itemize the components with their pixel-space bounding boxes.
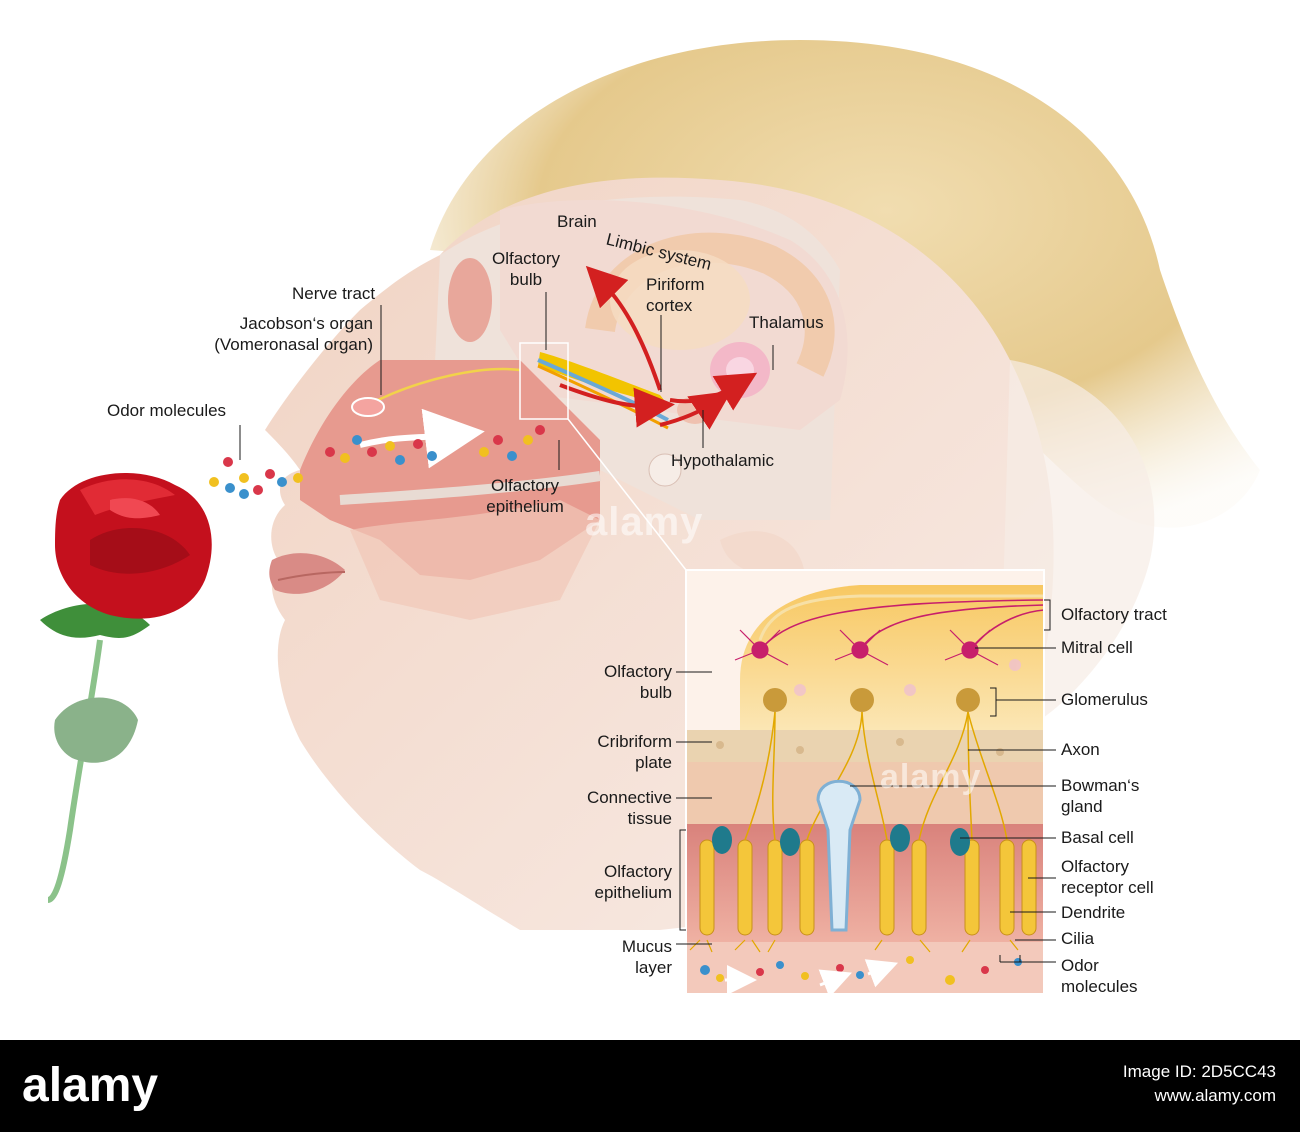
inset-mucus-layer [686,942,1044,994]
zoom-box [519,342,569,420]
airflow-arrow [359,408,485,469]
label-thalamus: Thalamus [749,313,824,332]
rose-leaf [54,697,139,763]
label-dendrite: Dendrite [1061,903,1126,922]
jacobsons-organ [351,397,385,417]
leader-lines [239,292,1056,963]
label-connective-tissue: Connective tissue [586,788,672,828]
label-cribriform-plate: Cribriform plate [597,732,672,772]
anatomy-illustration [40,40,1260,995]
label-jacobsons-organ: Jacobson‘s organ (Vomeronasal organ) [214,314,373,354]
signal-arrow-limbic [585,265,662,391]
alamy-logo: alamy [22,1059,159,1112]
label-bowmans-gland: Bowman‘s gland [1061,776,1140,816]
label-nerve-tract: Nerve tract [292,284,376,303]
label-olfactory-epithelium-head: Olfactory epithelium [486,476,564,516]
lips [269,553,345,594]
odor-molecules-air [209,457,303,499]
label-cilia: Cilia [1061,929,1095,948]
piriform-cortex-shape [610,250,750,350]
label-brain: Brain [557,212,597,231]
image-id: Image ID: 2D5CC43 www.alamy.com [1123,1060,1276,1108]
head [265,40,1260,930]
glomeruli [763,688,980,712]
basal-cells [712,824,970,856]
signal-arrow-hypothalamic [659,390,732,430]
label-inset-odor-molecules: Odor molecules [1061,956,1138,996]
label-glomerulus: Glomerulus [1061,690,1148,709]
inset-connective-tissue [686,762,1044,824]
ear [720,531,805,575]
label-odor-molecules-head: Odor molecules [107,401,227,420]
label-olfactory-tract: Olfactory tract [1061,605,1167,624]
nerve-tract [377,367,521,402]
rose-stem [47,639,103,903]
olfactory-inset [685,569,1045,995]
label-inset-olfactory-epithelium: Olfactory epithelium [594,862,673,902]
watermark-inset: alamy [880,758,982,796]
label-olfactory-bulb-head: Olfactory bulb [491,249,561,289]
label-axon: Axon [1061,740,1100,759]
mitral-cells [734,629,999,666]
site-url: www.alamy.com [1154,1086,1276,1105]
label-mitral-cell: Mitral cell [1061,638,1133,657]
label-mucus-layer: Mucus layer [621,937,672,977]
odor-molecules-nose [325,425,545,465]
hard-palate [339,471,601,505]
receptor-cells [699,839,1037,936]
rose [40,473,212,903]
label-basal-cell: Basal cell [1061,828,1134,847]
watermark-head: alamy [585,500,704,544]
inset-frame [685,569,1045,995]
label-piriform-cortex: Piriform cortex [646,275,705,315]
label-olfactory-receptor-cell: Olfactory receptor cell [1061,857,1154,897]
image-id-label: Image ID: 2D5CC43 [1122,1062,1276,1081]
stock-footer: alamy Image ID: 2D5CC43 www.alamy.com [0,1040,1300,1132]
frontal-sinus [448,258,492,342]
label-inset-olfactory-bulb: Olfactory bulb [603,662,672,702]
label-hypothalamic: Hypothalamic [671,451,774,470]
signal-arrow-cortex [559,383,675,428]
